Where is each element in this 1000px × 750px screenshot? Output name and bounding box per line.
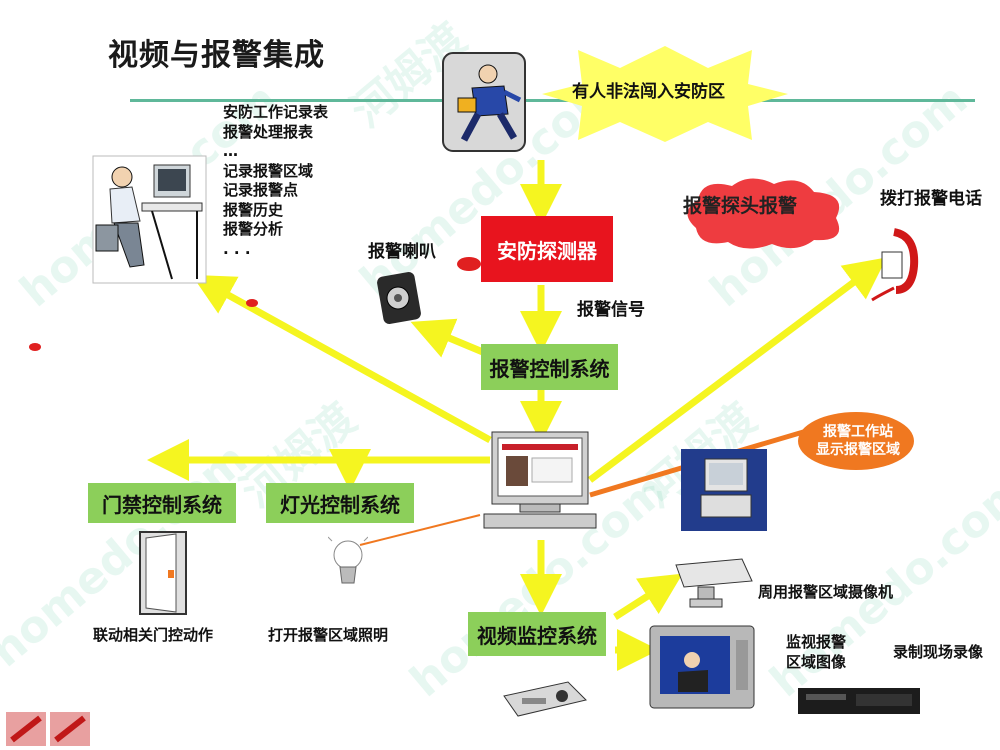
- phone-label-text: 拨打报警电话: [880, 189, 982, 209]
- report-item: …: [223, 142, 238, 160]
- monitor-label-line: 监视报警: [786, 633, 847, 651]
- arrow-video-to-camera: [613, 573, 683, 620]
- detector-box: 安防探测器: [481, 216, 613, 282]
- ptz-keyboard-icon: [503, 681, 587, 717]
- speaker-label: 报警喇叭: [368, 242, 436, 262]
- signal-label: 报警信号: [577, 300, 645, 320]
- workstation-icon: [681, 449, 767, 531]
- monitor-label: 监视报警 区域图像: [786, 632, 846, 672]
- central-computer-icon: [483, 431, 597, 529]
- workstation-label-line: 显示报警区域: [816, 442, 900, 458]
- cloud-label: 报警探头报警: [683, 195, 798, 217]
- phone-label: 拨打报警电话: [880, 188, 992, 210]
- camera-label: 周用报警区域摄像机: [758, 583, 894, 601]
- decor-dot: [29, 343, 41, 351]
- decor-dot: [246, 299, 258, 307]
- camera-icon: [675, 558, 753, 608]
- page-title: 视频与报警集成: [108, 38, 325, 73]
- door-control-box: 门禁控制系统: [88, 483, 236, 523]
- report-item: 记录报警区域: [223, 161, 314, 180]
- title-divider: [130, 99, 975, 102]
- phone-icon: [871, 228, 919, 302]
- record-label: 录制现场录像: [893, 643, 984, 661]
- report-item: 记录报警点: [223, 181, 299, 199]
- operator-workstation-icon: [92, 155, 207, 284]
- report-item: 安防工作记录表: [223, 103, 329, 121]
- light-bulb-icon: [328, 536, 368, 584]
- speaker-icon: [377, 272, 421, 324]
- monitor-icon: [649, 625, 755, 709]
- intrusion-text: 有人非法闯入安防区: [572, 82, 725, 102]
- report-item: . . .: [223, 239, 251, 258]
- arrow-control-to-speaker: [410, 318, 492, 359]
- report-item: 报警处理报表: [223, 122, 314, 141]
- arrow-computer-to-light-bulb: [359, 514, 481, 546]
- workstation-label-line: 报警工作站: [823, 424, 893, 440]
- arrow-computer-to-phone: [587, 257, 887, 483]
- monitor-label-line: 区域图像: [786, 653, 847, 671]
- report-list: 安防工作记录表 报警处理报表 … 记录报警区域 记录报警点 报警历史 报警分析 …: [223, 103, 328, 259]
- report-item: 报警历史: [223, 200, 284, 219]
- door-icon: [139, 531, 187, 615]
- decor-dot: [457, 257, 481, 271]
- light-control-box: 灯光控制系统: [266, 483, 414, 523]
- alarm-control-box: 报警控制系统: [481, 344, 618, 390]
- intrusion-burst-shape: [542, 46, 788, 142]
- workstation-cloud-shape: [798, 412, 914, 470]
- intruder-icon: [442, 52, 526, 152]
- light-action-label: 打开报警区域照明: [268, 626, 389, 644]
- arrow-computer-to-operator: [191, 274, 492, 444]
- vcr-icon: [798, 688, 920, 714]
- company-logo: [6, 712, 90, 746]
- alarm-cloud-shape: [687, 178, 840, 249]
- report-item: 报警分析: [223, 220, 284, 238]
- workstation-label: 报警工作站 显示报警区域: [808, 423, 908, 459]
- door-action-label: 联动相关门控动作: [93, 626, 214, 644]
- video-control-box: 视频监控系统: [468, 612, 606, 656]
